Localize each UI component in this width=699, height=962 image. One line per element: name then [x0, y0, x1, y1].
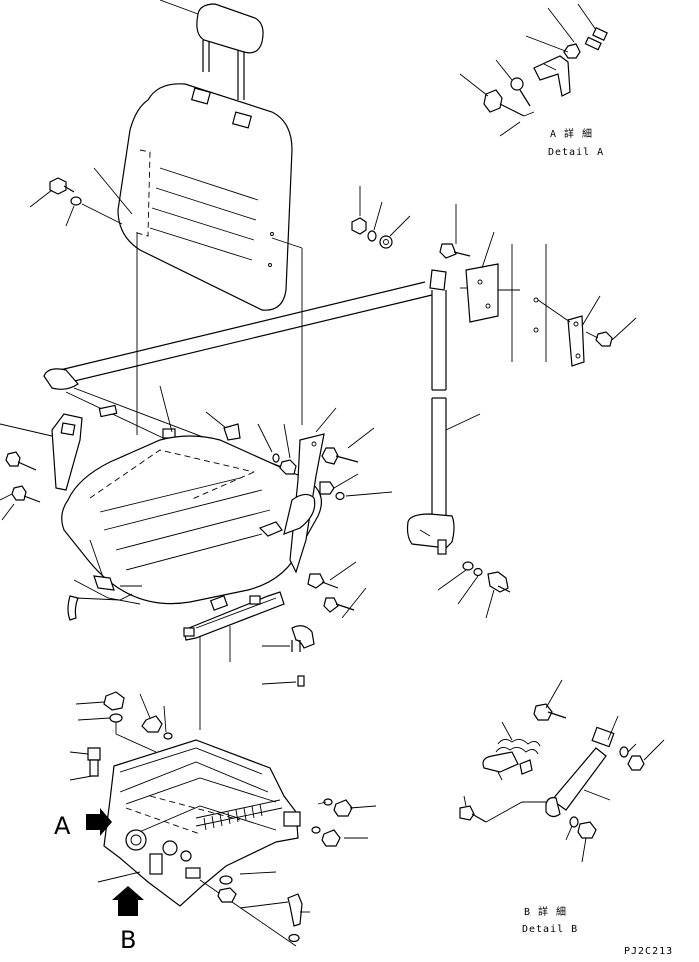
detail-b-label-en: Detail B	[522, 924, 578, 935]
detail-b-parts	[459, 679, 665, 863]
headrest	[159, 0, 264, 100]
belt-retractor	[406, 513, 455, 555]
seat-belt-strap	[43, 281, 433, 471]
base-right-hardware	[217, 798, 377, 943]
anchor-nuts-washers	[351, 186, 411, 249]
anchor-bolt	[439, 204, 471, 259]
drawing-code: PJ2C213	[624, 946, 673, 957]
detail-a-parts	[459, 3, 608, 137]
recline-lever-bolts	[307, 427, 393, 619]
seat-back-bolt	[29, 177, 123, 227]
recline-lever	[258, 407, 337, 574]
view-label-b: B	[120, 926, 136, 954]
rail-handle	[261, 625, 315, 687]
view-label-a: A	[54, 812, 71, 840]
detail-a-label-jp: A 詳 細	[550, 127, 593, 140]
seat-cushion	[61, 435, 322, 605]
view-arrow-a	[86, 808, 112, 836]
cushion-bolts	[205, 411, 297, 475]
view-arrow-b	[112, 886, 144, 916]
base-left-hardware	[69, 691, 173, 781]
retractor-mounting-hardware	[437, 561, 511, 619]
detail-b-label-jp: B 詳 細	[524, 905, 567, 918]
belt-upper-anchor	[429, 269, 481, 520]
seat-belt-buckle	[0, 413, 83, 521]
seat-rail	[183, 591, 285, 730]
detail-a-label-en: Detail A	[548, 147, 604, 158]
anchor-bracket	[537, 295, 637, 367]
seat-back	[93, 83, 293, 311]
suspension-base	[97, 739, 301, 947]
anchor-plate	[460, 231, 520, 323]
slide-lever	[67, 575, 142, 621]
